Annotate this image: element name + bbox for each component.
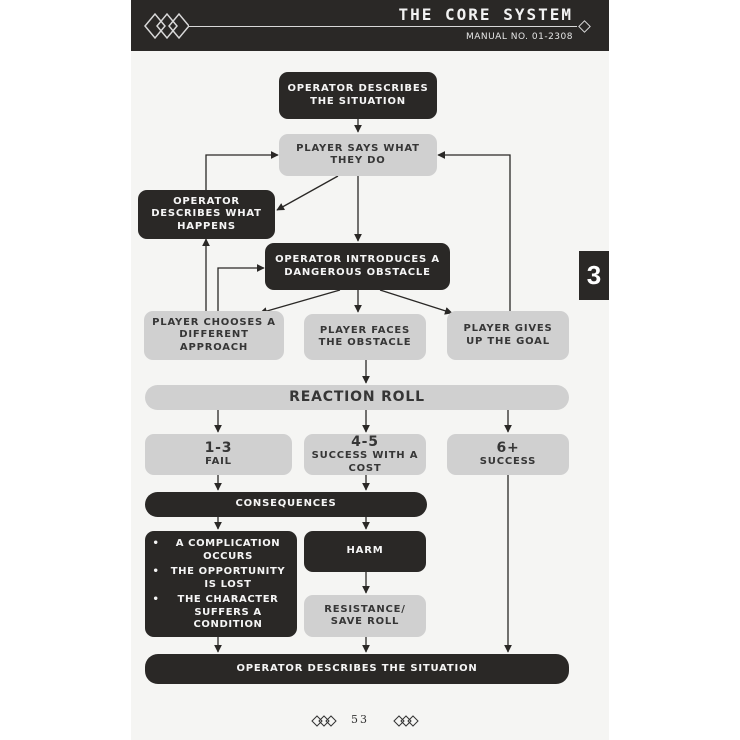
chevron-ornament-icon	[144, 12, 189, 40]
harm-box: HARM	[304, 531, 426, 572]
player-faces-obstacle-box: PLAYER FACES THE OBSTACLE	[304, 314, 426, 360]
cost-result-box: 4-5 SUCCESS WITH A COST	[304, 434, 426, 475]
resistance-roll-box: RESISTANCE/ SAVE ROLL	[304, 595, 426, 637]
manual-number: MANUAL NO. 01-2308	[465, 32, 573, 42]
consequences-bar: CONSEQUENCES	[145, 492, 427, 517]
list-item: •THE OPPORTUNITY IS LOST	[152, 566, 286, 590]
reaction-roll-bar: REACTION ROLL	[145, 385, 569, 410]
header-banner: THE CORE SYSTEM MANUAL NO. 01-2308	[131, 0, 609, 51]
header-title: THE CORE SYSTEM	[398, 5, 573, 24]
page-number: 53	[351, 713, 369, 726]
cost-range: 4-5	[351, 434, 379, 450]
player-gives-up-box: PLAYER GIVES UP THE GOAL	[447, 311, 569, 360]
operator-describes-happens-box: OPERATOR DESCRIBES WHAT HAPPENS	[138, 190, 275, 239]
fail-label: FAIL	[205, 456, 232, 468]
chapter-tab: 3	[579, 251, 609, 300]
footer-ornament-icon	[311, 715, 419, 727]
operator-introduces-obstacle-box: OPERATOR INTRODUCES A DANGEROUS OBSTACLE	[265, 243, 450, 290]
fail-result-box: 1-3 FAIL	[145, 434, 292, 475]
cost-label: SUCCESS WITH A COST	[311, 450, 419, 474]
success-result-box: 6+ SUCCESS	[447, 434, 569, 475]
operator-describes-situation-box: OPERATOR DESCRIBES THE SITUATION	[279, 72, 437, 119]
player-different-approach-box: PLAYER CHOOSES A DIFFERENT APPROACH	[144, 311, 284, 360]
success-range: 6+	[496, 440, 520, 457]
player-says-box: PLAYER SAYS WHAT THEY DO	[279, 134, 437, 176]
success-label: SUCCESS	[479, 456, 537, 468]
list-item: •THE CHARACTER SUFFERS A CONDITION	[152, 594, 279, 630]
fail-range: 1-3	[204, 440, 233, 457]
operator-describes-situation-end-bar: OPERATOR DESCRIBES THE SITUATION	[145, 654, 569, 684]
list-item: •A COMPLICATION OCCURS	[152, 538, 281, 562]
complications-list: •A COMPLICATION OCCURS •THE OPPORTUNITY …	[145, 531, 297, 637]
header-rule	[189, 26, 577, 27]
